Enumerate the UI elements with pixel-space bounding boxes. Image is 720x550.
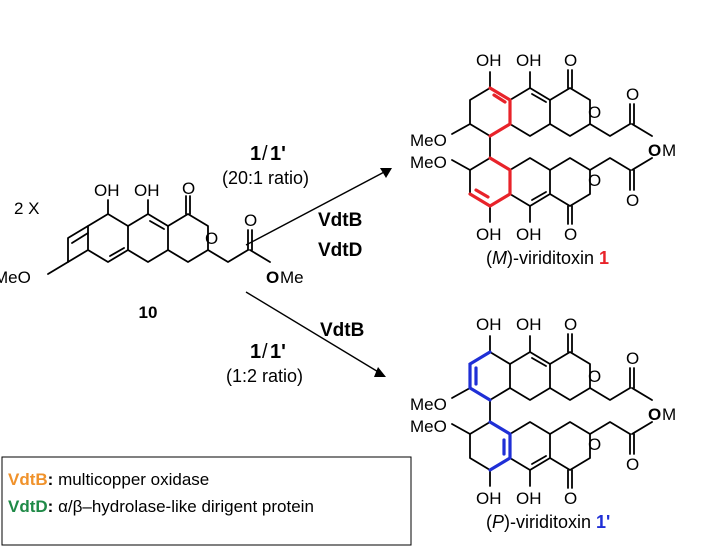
legend-vdtb-desc: multicopper oxidase	[53, 470, 209, 489]
p1-oh-b: OH	[516, 51, 542, 70]
product-p-viriditoxin: OH OH O O O O M MeO MeO O O O M OH OH O …	[410, 315, 676, 532]
product-top-bonds	[451, 69, 653, 225]
p1-ester-o2: O	[648, 141, 661, 160]
p2-carbonyl-o: O	[564, 315, 577, 334]
substrate-ring-o: O	[205, 229, 218, 248]
substrate-multiplier: 2 X	[14, 199, 40, 218]
legend-vdtb-colon: :	[48, 470, 54, 489]
p1-carbonyl-o: O	[564, 51, 577, 70]
legend-vdtb-name: VdtB	[8, 470, 48, 489]
arrow-upper	[245, 169, 389, 246]
substrate-10: 2 X OH OH O O O MeO O Me 10	[0, 179, 304, 322]
lower-reaction-labels: VdtB 1 / 1' (1:2 ratio)	[226, 320, 364, 386]
p2-meo-upper: MeO	[410, 395, 447, 414]
p2-meo-lower: MeO	[410, 417, 447, 436]
product-bottom-highlight	[468, 350, 512, 472]
lower-enzyme-vdtb: VdtB	[320, 320, 364, 341]
p1-ester-o4: O	[626, 191, 639, 210]
legend-vdtd-desc: α/β–hydrolase-like dirigent protein	[53, 497, 314, 516]
p1-name-suffix: )-viriditoxin	[507, 248, 599, 268]
p1-meo-upper: MeO	[410, 131, 447, 150]
p1-oh-a: OH	[476, 51, 502, 70]
legend-vdtd-name: VdtD	[8, 497, 48, 516]
lower-ratio-1prime: 1'	[270, 341, 286, 363]
upper-enzyme-vdtb: VdtB	[318, 210, 362, 231]
p1-meo-lower: MeO	[410, 153, 447, 172]
p2-name-italic: P	[492, 512, 504, 532]
p2-oh-c: OH	[476, 489, 502, 508]
p2-ester-o1: O	[626, 349, 639, 368]
p1-name-prefix: (	[486, 248, 492, 268]
p2-ring-o2: O	[588, 435, 601, 454]
p2-carbonyl-o2: O	[564, 489, 577, 508]
p2-oh-a: OH	[476, 315, 502, 334]
p2-ester-o4: O	[626, 455, 639, 474]
arrow-upper-head	[380, 168, 392, 178]
p2-ring-o: O	[588, 367, 601, 386]
upper-reaction-labels: 1 / 1' (20:1 ratio) VdtB VdtD	[222, 143, 362, 261]
product-m-viriditoxin: OH OH O O O O M MeO MeO O O O M OH OH O …	[410, 51, 676, 268]
upper-ratio-slash: /	[262, 143, 268, 165]
upper-ratio-1prime: 1'	[270, 143, 286, 165]
p1-oh-c: OH	[476, 225, 502, 244]
p1-name-italic: M	[492, 248, 507, 268]
substrate-bonds	[47, 195, 271, 275]
p2-name-suffix: )-viriditoxin	[504, 512, 596, 532]
substrate-ester-oxygen: O	[266, 268, 279, 287]
upper-ratio-text: (20:1 ratio)	[222, 168, 309, 188]
p2-ester-o2: O	[648, 405, 661, 424]
p1-oh-d: OH	[516, 225, 542, 244]
product-top-highlight	[468, 86, 512, 208]
p2-name-number: 1'	[596, 512, 610, 532]
compound-number-10: 10	[139, 303, 158, 322]
p2-methyl-1: M	[662, 405, 676, 424]
substrate-oh-right: OH	[134, 181, 160, 200]
p2-oh-d: OH	[516, 489, 542, 508]
legend-box: VdtB: multicopper oxidase VdtD: α/β–hydr…	[1, 456, 412, 546]
legend-vdtb-line: VdtB: multicopper oxidase	[8, 470, 209, 489]
p2-name-prefix: (	[486, 512, 492, 532]
p2-name: (P)-viriditoxin 1'	[486, 512, 610, 532]
reaction-arrows	[245, 168, 392, 377]
p1-ring-o: O	[588, 103, 601, 122]
upper-enzyme-vdtd: VdtD	[318, 240, 362, 261]
p1-carbonyl-o2: O	[564, 225, 577, 244]
p1-ring-o2: O	[588, 171, 601, 190]
p1-name: (M)-viriditoxin 1	[486, 248, 609, 268]
p1-ester-o1: O	[626, 85, 639, 104]
p1-name-number: 1	[599, 248, 609, 268]
p2-oh-b: OH	[516, 315, 542, 334]
substrate-ester-o: O	[244, 211, 257, 230]
p1-methyl-1: M	[662, 141, 676, 160]
substrate-meo: MeO	[0, 268, 31, 287]
legend-vdtd-line: VdtD: α/β–hydrolase-like dirigent protei…	[8, 497, 314, 516]
arrow-lower-head	[374, 367, 386, 377]
legend-vdtd-colon: :	[48, 497, 54, 516]
arrow-lower	[245, 291, 381, 374]
substrate-oh-left: OH	[94, 181, 120, 200]
lower-ratio-1: 1	[250, 341, 261, 363]
substrate-methyl: Me	[280, 268, 304, 287]
legend-border	[1, 456, 412, 546]
lower-ratio-slash: /	[262, 341, 268, 363]
lower-ratio-text: (1:2 ratio)	[226, 366, 303, 386]
upper-ratio-1: 1	[250, 143, 261, 165]
substrate-carbonyl-o: O	[182, 179, 195, 198]
